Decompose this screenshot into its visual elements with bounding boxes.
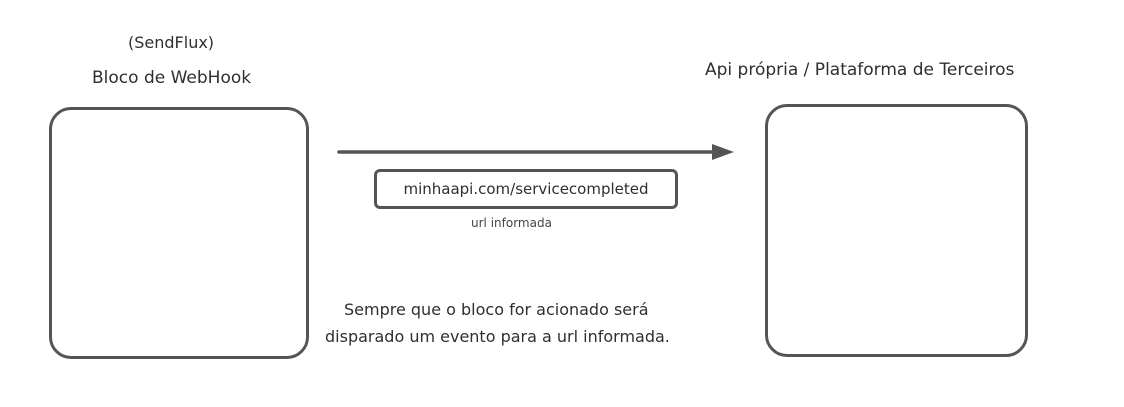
sendflux-label: (SendFlux)	[128, 33, 215, 52]
third-party-block-title: Api própria / Plataforma de Terceiros	[705, 60, 1015, 80]
webhook-block-title: Bloco de WebHook	[92, 68, 252, 88]
arrow-head	[712, 144, 734, 160]
third-party-block	[765, 104, 1028, 357]
note-line-2: disparado um evento para a url informada…	[325, 327, 670, 346]
webhook-block	[49, 107, 309, 359]
url-caption: url informada	[471, 216, 552, 230]
url-text: minhaapi.com/servicecompleted	[403, 180, 649, 198]
url-box: minhaapi.com/servicecompleted	[374, 169, 678, 209]
note-line-1: Sempre que o bloco for acionado será	[344, 300, 649, 319]
